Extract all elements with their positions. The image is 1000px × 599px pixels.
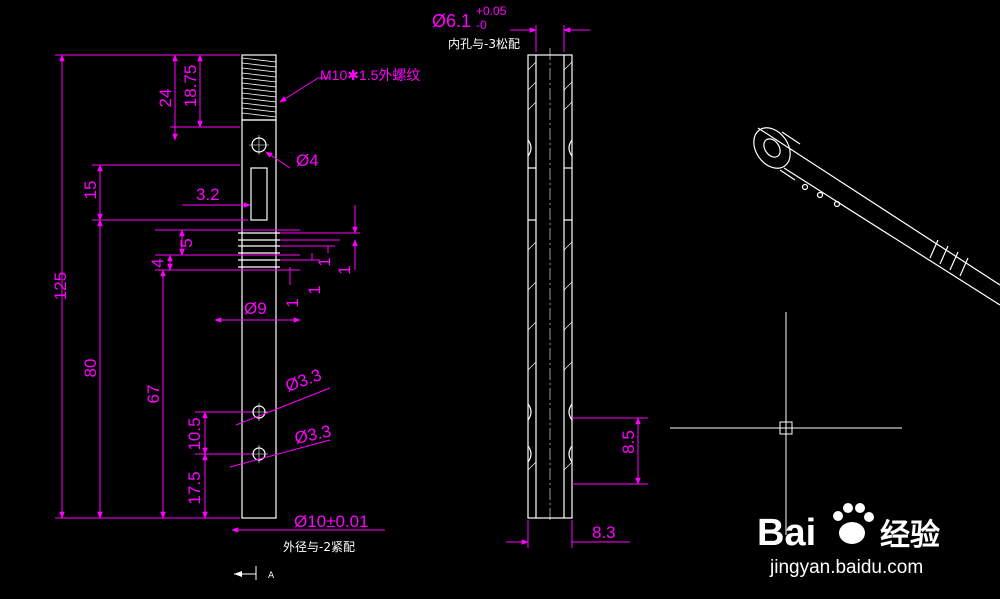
- groove-d9-label: Ø9: [244, 299, 267, 318]
- watermark-url: jingyan.baidu.com: [769, 557, 923, 578]
- watermark-brand-left: Bai: [757, 512, 816, 554]
- section-view-dimension-texts: Ø6.1 +0.05 -0 内孔与-3松配 8.5 8.3: [432, 4, 638, 542]
- dim-3-2: 3.2: [196, 185, 220, 204]
- hole-d4-label: Ø4: [296, 151, 319, 170]
- dim-67: 67: [144, 385, 163, 404]
- isometric-view: [753, 127, 1000, 306]
- dim-15: 15: [81, 181, 100, 200]
- section-marker: A: [234, 566, 275, 581]
- hole-d33-lower-label: Ø3.3: [293, 422, 333, 448]
- dim-18-75: 18.75: [181, 65, 200, 108]
- slot: [250, 167, 268, 221]
- dim-17-5: 17.5: [185, 471, 204, 504]
- dim-1-d: 1: [283, 298, 302, 307]
- dim-8-5: 8.5: [619, 430, 638, 454]
- paw-icon: [833, 503, 874, 544]
- iso-end-face: [753, 127, 791, 169]
- left-view-dimension-lines: [55, 54, 385, 533]
- shaft-elevation-view: [238, 54, 280, 519]
- dim-10-5: 10.5: [185, 417, 204, 450]
- outer-diameter-label: Ø10±0.01: [294, 512, 369, 531]
- bore-tolerance-upper: +0.05: [476, 4, 507, 18]
- dim-1-c: 1: [305, 285, 324, 294]
- dim-8-3: 8.3: [592, 523, 616, 542]
- crosshair-cursor-icon: [670, 312, 902, 535]
- bore-fit-note: 内孔与-3松配: [448, 37, 520, 51]
- shaft-section-view: [527, 48, 573, 522]
- watermark-brand-right: 经验: [880, 518, 940, 552]
- left-view-dimension-texts: 125 80 67 24 18.75 15 5 4 3.2 10.5 17.5 …: [51, 65, 420, 554]
- hole-d33-upper-label: Ø3.3: [283, 365, 324, 395]
- dim-24: 24: [156, 89, 175, 108]
- dim-5: 5: [177, 238, 196, 247]
- dim-4: 4: [148, 258, 167, 267]
- section-view-dimension-lines: [506, 25, 648, 548]
- bore-tolerance-lower: -0: [476, 18, 487, 32]
- iso-bore: [763, 138, 781, 158]
- dim-1-b: 1: [315, 257, 334, 266]
- outer-fit-note: 外径与-2紧配: [283, 540, 355, 554]
- section-marker-label: A: [268, 571, 275, 581]
- baidu-watermark: Bai 经验 jingyan.baidu.com: [757, 503, 940, 578]
- bore-diameter-label: Ø6.1: [432, 11, 471, 31]
- thread-hatching: [241, 57, 277, 118]
- dim-total-length: 125: [51, 272, 70, 300]
- thread-callout: M10✱1.5外螺纹: [320, 67, 420, 83]
- section-hatching: [527, 61, 573, 471]
- dim-80: 80: [81, 359, 100, 378]
- dim-1-a: 1: [335, 265, 354, 274]
